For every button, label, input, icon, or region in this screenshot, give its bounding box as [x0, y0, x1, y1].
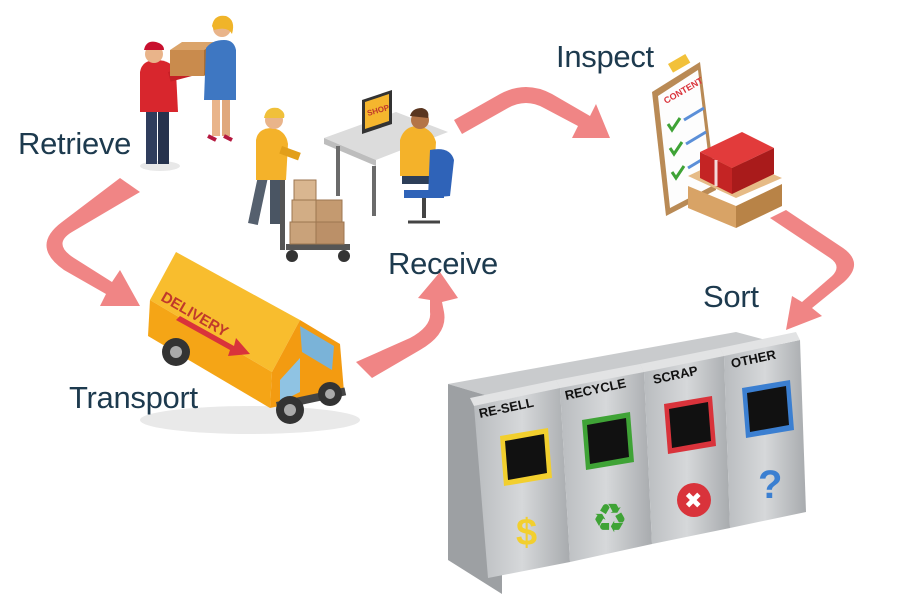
arrow-shop-to-inspect — [454, 87, 610, 138]
arrow-transport-to-receive — [356, 272, 458, 378]
step-label-transport: Transport — [69, 380, 198, 415]
bin-other: OTHER ? — [720, 332, 806, 528]
step-label-retrieve: Retrieve — [18, 126, 132, 161]
arrow-retrieve-to-transport — [46, 178, 140, 306]
arrow-inspect-to-sort — [770, 210, 855, 330]
question-icon: ? — [758, 463, 782, 507]
sorting-bins: RE-SELL $ RECYCLE ♻ SCRAP ✖ — [448, 332, 806, 594]
step-label-receive: Receive — [388, 246, 498, 281]
van-arrow-icon — [176, 316, 250, 356]
step-label-inspect: Inspect — [556, 39, 654, 74]
checkmark-icons — [666, 117, 686, 181]
x-icon: ✖ — [684, 488, 702, 513]
bin-scrap: SCRAP ✖ — [640, 348, 730, 544]
inspect-illustration: CONTENT — [652, 54, 782, 228]
dollar-icon: $ — [516, 512, 537, 554]
x-icon-circle — [677, 483, 711, 517]
bin-resell: RE-SELL $ — [470, 380, 570, 578]
retrieve-illustration — [140, 15, 236, 171]
delivery-van-illustration: DELIVERY — [140, 252, 360, 434]
recycle-icon: ♻ — [592, 497, 628, 541]
receive-illustration: SHOP — [248, 90, 454, 262]
step-label-sort: Sort — [703, 279, 759, 314]
bin-recycle: RECYCLE ♻ — [556, 364, 652, 562]
